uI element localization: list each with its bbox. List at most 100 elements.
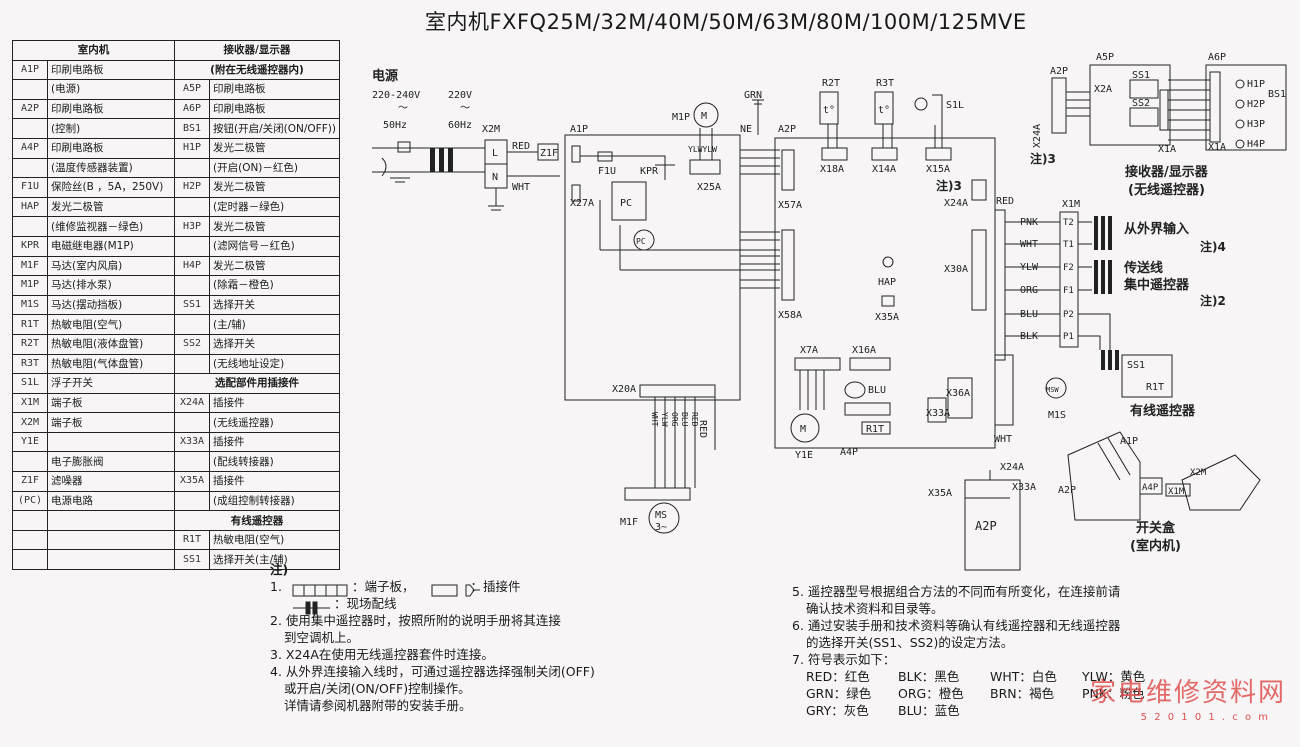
note5-cont: 确认技术资料和目录等。 bbox=[806, 601, 944, 616]
receiver-a6p-label: A6P bbox=[1208, 52, 1226, 63]
watermark-text: 家电维修资料网 bbox=[1089, 678, 1286, 708]
note4-cont: 或开启/关闭(ON/OFF)控制操作。 bbox=[284, 681, 471, 696]
x33a-label: X33A bbox=[926, 408, 950, 419]
grn-label: GRN bbox=[744, 90, 762, 101]
color-org: ORG：橙色 bbox=[898, 686, 964, 701]
voltage-label-2: 220V bbox=[448, 90, 472, 101]
x1m-terminal-label: F1 bbox=[1063, 286, 1074, 296]
note4: 4. 从外界连接输入线时，可通过遥控器选择强制关闭(OFF) bbox=[270, 664, 595, 679]
hap-label: HAP bbox=[878, 277, 896, 288]
m1p-motor-symbol: M bbox=[701, 111, 707, 122]
switchbox-a2p-label: A2P bbox=[1058, 485, 1076, 496]
x25a-connector bbox=[689, 159, 721, 175]
legend-row: (PC)电源电路(成组控制转接器) bbox=[12, 490, 340, 512]
ms-label: MS bbox=[655, 510, 667, 521]
right-legend-desc: (无线地址设定) bbox=[209, 353, 340, 375]
notes-right: 5. 遥控器型号根据组合方法的不同而有所变化，在连接前请 确认技术资料和目录等。… bbox=[792, 583, 1145, 719]
r3t-label: R3T bbox=[876, 78, 894, 89]
x20a-wire-label: BLU bbox=[680, 412, 689, 427]
a1p-board bbox=[564, 134, 741, 401]
a2p-label: A2P bbox=[778, 124, 796, 135]
receiver-x24a-label: X24A bbox=[1032, 124, 1043, 148]
receiver-x2a-label: X2A bbox=[1094, 84, 1112, 95]
x24a-label: X24A bbox=[944, 198, 968, 209]
option-x33a-label: X33A bbox=[1012, 482, 1036, 493]
x1m-terminal-label: P1 bbox=[1063, 332, 1074, 342]
kpr-label: KPR bbox=[640, 166, 659, 177]
right-legend-code: X24A bbox=[174, 392, 210, 414]
page-title: 室内机FXFQ25M/32M/40M/50M/63M/80M/100M/125M… bbox=[425, 10, 1027, 34]
x27a-label: X27A bbox=[570, 198, 594, 209]
note2-marker: 注)2 bbox=[1200, 293, 1226, 308]
x7a-label: X7A bbox=[800, 345, 818, 356]
color-brn: BRN：褐色 bbox=[990, 686, 1055, 701]
m1s-label: M1S bbox=[1048, 410, 1066, 421]
receiver-title: 接收器/显示器 bbox=[1125, 164, 1209, 180]
x36a-label: X36A bbox=[946, 388, 970, 399]
notes-left: 注) 1.：端子板，：插接件 ：现场配线 2. 使用集中遥控器时，按照所附的说明… bbox=[270, 561, 595, 714]
wired-remote-label: 有线遥控器 bbox=[1130, 403, 1196, 419]
option-a2p-label: A2P bbox=[975, 519, 997, 533]
notes-symbols bbox=[292, 584, 480, 615]
r2t-thermistor bbox=[819, 91, 839, 125]
voltage-label-1: 220-240V bbox=[372, 90, 420, 101]
central-remote-label: 集中遥控器 bbox=[1123, 277, 1190, 293]
switchbox-a1p-label: A1P bbox=[1120, 436, 1138, 447]
red-vertical-label: RED bbox=[697, 420, 708, 438]
receiver-note3-marker: 注)3 bbox=[1030, 151, 1056, 166]
terminal-L-label: L bbox=[492, 148, 498, 159]
x35a-label: X35A bbox=[875, 312, 899, 323]
note4-marker: 注)4 bbox=[1200, 239, 1226, 254]
wire-wht-label: WHT bbox=[512, 182, 530, 193]
note1-connector: ：插接件 bbox=[470, 579, 521, 594]
watermark-url: 5 2 0 1 0 1 . c o m bbox=[1140, 712, 1270, 723]
a2p-option-board bbox=[964, 479, 1021, 571]
ylw-wire-label: YLWYLW bbox=[688, 145, 717, 154]
note6-cont: 的选择开关(SS1、SS2)的设定方法。 bbox=[806, 635, 1014, 650]
r1t-board-label: R1T bbox=[866, 424, 884, 435]
note7: 7. 符号表示如下： bbox=[792, 652, 896, 667]
note1-terminal: ：端子板， bbox=[351, 579, 415, 594]
ne-label: NE bbox=[740, 124, 752, 135]
switchbox-subtitle: (室内机) bbox=[1130, 538, 1181, 554]
tilde-1: ～ bbox=[398, 103, 408, 114]
y1e-motor-symbol: M bbox=[800, 424, 806, 435]
legend-row: (温度传感器装置)(开启(ON)－红色) bbox=[12, 157, 340, 179]
x14a-label: X14A bbox=[872, 164, 896, 175]
power-source bbox=[372, 141, 485, 183]
m1p-drain-pump bbox=[693, 102, 719, 128]
wht2-label: WHT bbox=[994, 434, 1012, 445]
switchbox-x1m-label: X1M bbox=[1168, 487, 1185, 497]
color-red: RED：红色 bbox=[806, 669, 870, 684]
x1m-wire-color-label: YLW bbox=[1020, 262, 1039, 273]
y1e-expansion-valve bbox=[790, 413, 820, 443]
receiver-ss1-label: SS1 bbox=[1132, 70, 1150, 81]
x1m-label: X1M bbox=[1062, 199, 1080, 210]
a6p-board bbox=[1205, 64, 1287, 151]
red2-label: RED bbox=[996, 196, 1014, 207]
r3t-temp-symbol: t° bbox=[878, 105, 890, 116]
note3: 3. X24A在使用无线遥控器套件时连接。 bbox=[270, 647, 494, 662]
m1s-swing-motor bbox=[1045, 377, 1067, 399]
ms-phase-label: 3~ bbox=[655, 522, 667, 533]
blu-label: BLU bbox=[868, 385, 886, 396]
x1m-wire-color-label: PNK bbox=[1020, 217, 1038, 228]
h3p-label: H3P bbox=[1247, 119, 1265, 130]
pc-symbol-label: PC bbox=[636, 237, 646, 246]
receiver-subtitle: (无线遥控器) bbox=[1128, 182, 1205, 198]
hap-led bbox=[882, 256, 894, 268]
x1m-wire-color-label: BLU bbox=[1020, 309, 1038, 320]
receiver-x1a2-label: X1A bbox=[1208, 142, 1226, 153]
a5p-board bbox=[1089, 64, 1171, 146]
